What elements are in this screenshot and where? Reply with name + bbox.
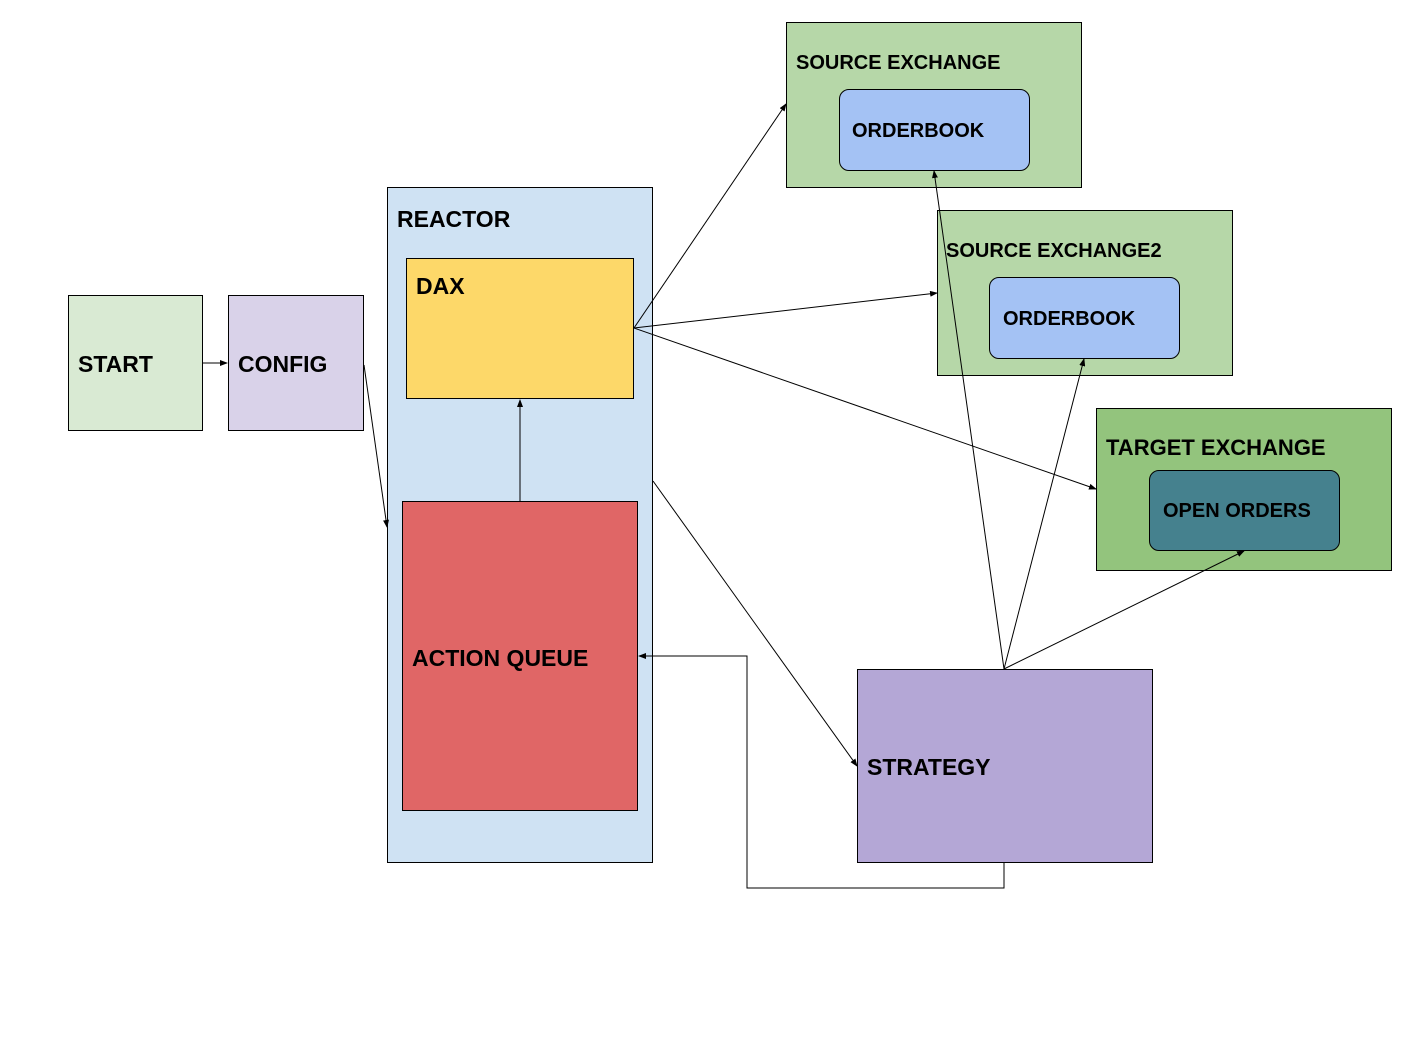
arrow-strategy-to-source2-orderbook <box>1003 358 1086 670</box>
arrow-strategy-to-action-queue <box>638 653 1005 889</box>
start-label: START <box>78 351 153 377</box>
arrow-dax-to-source-exchange2 <box>633 290 938 329</box>
open-orders-node: OPEN ORDERS <box>1149 470 1340 551</box>
arrow-config-to-reactor <box>363 364 389 528</box>
arrow-dax-to-source-exchange <box>633 103 787 329</box>
arrow-reactor-to-strategy <box>652 480 858 767</box>
source-exchange-orderbook: ORDERBOOK <box>839 89 1030 171</box>
source-exchange-label: SOURCE EXCHANGE <box>796 52 1001 74</box>
action-queue-label: ACTION QUEUE <box>412 645 589 671</box>
source-exchange-orderbook-label: ORDERBOOK <box>852 120 985 142</box>
source-exchange2-label: SOURCE EXCHANGE2 <box>946 240 1162 262</box>
strategy-label: STRATEGY <box>867 754 991 780</box>
start-node: START <box>68 295 203 431</box>
source-exchange2-orderbook-label: ORDERBOOK <box>1003 308 1136 330</box>
reactor-label: REACTOR <box>397 206 511 232</box>
source-exchange2-orderbook: ORDERBOOK <box>989 277 1180 359</box>
config-node: CONFIG <box>228 295 364 431</box>
arrow-strategy-to-source-orderbook <box>932 170 1005 670</box>
dax-node: DAX <box>406 258 634 399</box>
arrow-dax-to-target-exchange <box>633 327 1097 490</box>
arrow-strategy-to-open-orders <box>1003 550 1245 670</box>
target-exchange-label: TARGET EXCHANGE <box>1106 435 1326 460</box>
action-queue-node: ACTION QUEUE <box>402 501 638 811</box>
dax-label: DAX <box>416 273 465 299</box>
open-orders-label: OPEN ORDERS <box>1163 500 1311 522</box>
config-label: CONFIG <box>238 351 328 377</box>
